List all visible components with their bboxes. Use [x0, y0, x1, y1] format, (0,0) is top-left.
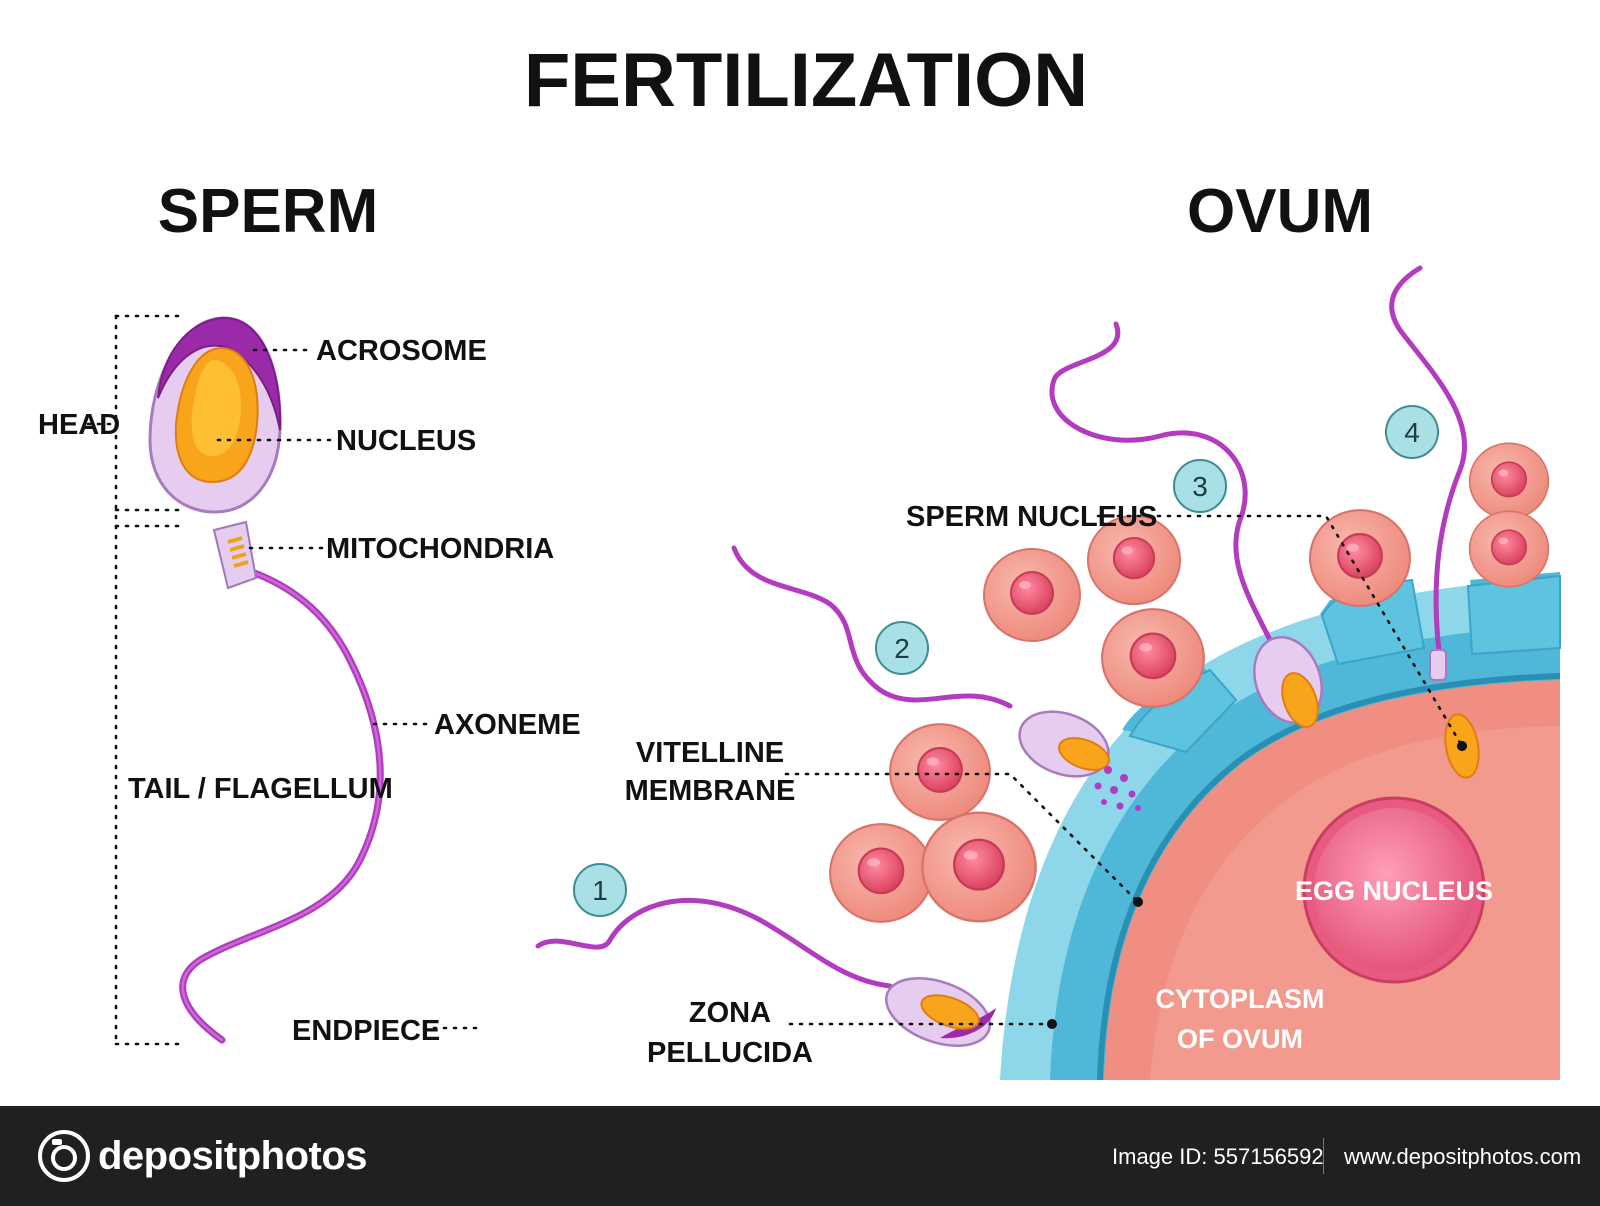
footer-separator — [1323, 1138, 1324, 1174]
label-zona-1: ZONA — [689, 997, 771, 1029]
flagellum-shape — [179, 568, 384, 1044]
label-cytoplasm-2: OF OVUM — [1177, 1024, 1303, 1054]
step-badge-2: 2 — [875, 621, 929, 675]
label-nucleus: NUCLEUS — [336, 425, 476, 457]
svg-text:1: 1 — [592, 875, 608, 906]
footer-brand[interactable]: depositphotos — [98, 1134, 368, 1178]
footer-website-link[interactable]: www.depositphotos.com — [1344, 1144, 1582, 1169]
footer-bar: depositphotos Image ID: 557156592 www.de… — [0, 1106, 1600, 1206]
label-egg-nucleus: EGG NUCLEUS — [1295, 876, 1493, 906]
label-acrosome: ACROSOME — [316, 335, 487, 367]
sperm-heading: SPERM — [158, 177, 378, 246]
sperm-step-2 — [731, 545, 1141, 811]
label-sperm-nucleus: SPERM NUCLEUS — [906, 501, 1157, 533]
label-head: HEAD — [38, 409, 120, 441]
svg-text:3: 3 — [1192, 471, 1208, 502]
mitochondria-shape — [227, 536, 249, 568]
sperm-step-3 — [1049, 321, 1323, 728]
svg-text:4: 4 — [1404, 417, 1420, 448]
sperm-step-1 — [535, 897, 996, 1047]
svg-text:2: 2 — [894, 633, 910, 664]
label-vitelline-2: MEMBRANE — [625, 775, 796, 807]
sperm-cell — [148, 316, 384, 1044]
vitelline-membrane-shape — [1097, 673, 1560, 1080]
step-badge-3: 3 — [1173, 459, 1227, 513]
egg-nucleus-shape — [1302, 796, 1486, 984]
midpiece-shape — [212, 520, 258, 590]
label-mitochondria: MITOCHONDRIA — [326, 533, 554, 565]
footer-image-id: Image ID: 557156592 — [1112, 1144, 1324, 1169]
label-endpiece: ENDPIECE — [292, 1015, 440, 1047]
label-axoneme: AXONEME — [434, 709, 581, 741]
step-badge-4: 4 — [1385, 405, 1439, 459]
step-badge-1: 1 — [573, 863, 627, 917]
camera-icon — [38, 1130, 90, 1182]
label-zona-2: PELLUCIDA — [647, 1037, 813, 1069]
label-vitelline-1: VITELLINE — [636, 737, 784, 769]
sperm-brackets — [86, 314, 182, 1046]
page-title: FERTILIZATION — [524, 38, 1088, 123]
label-tail: TAIL / FLAGELLUM — [128, 773, 393, 805]
diagram-canvas: FERTILIZATION SPERM OVUM ACROSOME — [38, 38, 1561, 1080]
ovum-heading: OVUM — [1187, 177, 1373, 246]
label-cytoplasm-1: CYTOPLASM — [1155, 984, 1324, 1014]
